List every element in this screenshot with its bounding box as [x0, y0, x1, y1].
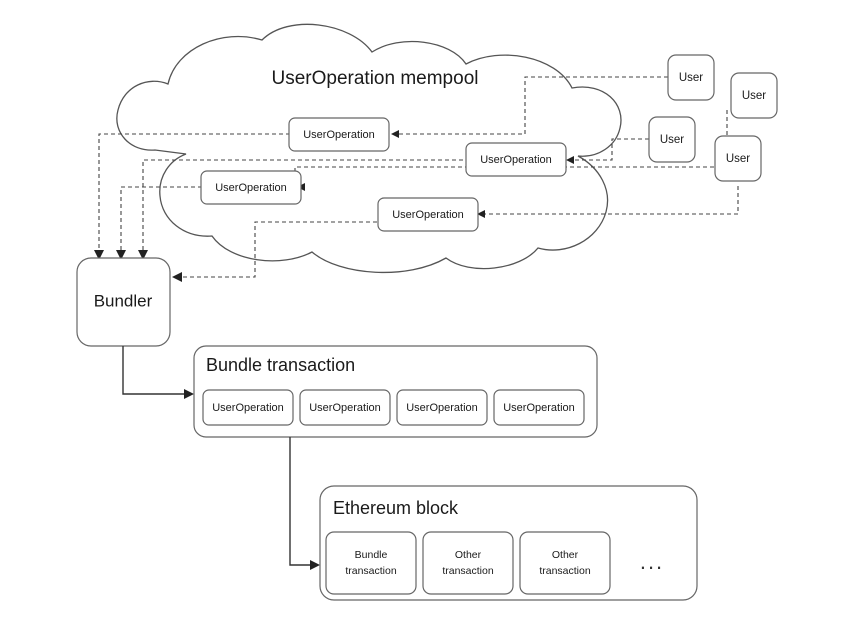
- user-label-4: User: [726, 153, 750, 165]
- operation-box-1[interactable]: [288, 117, 390, 152]
- user-box-2[interactable]: [730, 72, 778, 119]
- bundletx-to-block-edge: [289, 437, 320, 570]
- block-transaction-line2-1: transaction: [345, 565, 397, 577]
- mempool-title: UserOperation mempool: [272, 68, 479, 89]
- mempool-operation-4[interactable]: UserOperation: [377, 197, 479, 232]
- block-transaction-line1-1: Bundle: [355, 549, 388, 561]
- bundle-operation-2[interactable]: UserOperation: [299, 389, 391, 426]
- bundler-to-bundle-edge: [122, 346, 194, 399]
- edge-op1-to-bundler: [98, 133, 297, 252]
- user-label-1: User: [679, 72, 703, 84]
- user-box-1[interactable]: [667, 54, 715, 101]
- bundle-transaction-title: Bundle transaction: [206, 355, 355, 375]
- user-box-4[interactable]: [714, 135, 762, 182]
- edge-op3-to-bundler: [120, 186, 209, 252]
- block-transaction-line1-3: Other: [552, 549, 579, 561]
- edge-user4-to-op4: [477, 186, 739, 215]
- block-transactions-ellipsis: ...: [640, 549, 664, 574]
- block-transaction-2[interactable]: Other transaction: [422, 531, 514, 595]
- user-nodes: User User User User: [648, 54, 778, 182]
- bundle-operation-label-4: UserOperation: [503, 402, 575, 414]
- bundle-operation-1[interactable]: UserOperation: [202, 389, 294, 426]
- edge-op4-to-bundler: [180, 221, 384, 278]
- bundle-operation-label-2: UserOperation: [309, 402, 381, 414]
- edge-user3-to-op2: [566, 138, 649, 161]
- bundle-operation-label-1: UserOperation: [212, 402, 284, 414]
- user-node-3[interactable]: User: [648, 116, 696, 163]
- block-transaction-line2-2: transaction: [442, 565, 494, 577]
- user-label-2: User: [742, 90, 766, 102]
- bundle-operation-box-1[interactable]: [202, 389, 294, 426]
- bundle-transaction-container[interactable]: Bundle transaction UserOperation UserOpe…: [193, 345, 598, 438]
- block-transaction-box-2[interactable]: [422, 531, 514, 595]
- bundle-operation-3[interactable]: UserOperation: [396, 389, 488, 426]
- arrowhead-bundler-4: [172, 272, 182, 282]
- bundler-node[interactable]: Bundler: [76, 257, 171, 347]
- operation-to-bundler-edges: [94, 133, 470, 282]
- bundle-operation-4[interactable]: UserOperation: [493, 389, 585, 426]
- operation-label-3: UserOperation: [215, 182, 287, 194]
- operation-box-3[interactable]: [200, 170, 302, 205]
- operation-label-1: UserOperation: [303, 129, 375, 141]
- user-box-3[interactable]: [648, 116, 696, 163]
- block-transaction-box-1[interactable]: [325, 531, 417, 595]
- block-transaction-line2-3: transaction: [539, 565, 591, 577]
- arrowhead-op2: [566, 156, 574, 164]
- operation-label-4: UserOperation: [392, 209, 464, 221]
- block-transaction-line1-2: Other: [455, 549, 482, 561]
- bundle-operation-box-3[interactable]: [396, 389, 488, 426]
- arrowhead-bundletx: [184, 389, 194, 399]
- user-node-4[interactable]: User: [714, 135, 762, 182]
- mempool-operation-1[interactable]: UserOperation: [288, 117, 390, 152]
- mempool-operation-3[interactable]: UserOperation: [200, 170, 302, 205]
- ethereum-block-container[interactable]: Ethereum block Bundle transaction Other …: [319, 485, 698, 601]
- operation-box-4[interactable]: [377, 197, 479, 232]
- operation-label-2: UserOperation: [480, 154, 552, 166]
- arrowhead-bundler-2: [116, 250, 126, 260]
- ethereum-block-title: Ethereum block: [333, 498, 459, 518]
- user-label-3: User: [660, 134, 684, 146]
- arrowhead-bundler-1: [94, 250, 104, 260]
- bundler-label: Bundler: [94, 291, 153, 310]
- edge-bundler-bundletx: [122, 346, 186, 395]
- arrowhead-op4: [477, 210, 485, 218]
- user-node-1[interactable]: User: [667, 54, 715, 101]
- block-transaction-box-3[interactable]: [519, 531, 611, 595]
- arrowhead-bundler-3: [138, 250, 148, 260]
- bundle-operation-box-2[interactable]: [299, 389, 391, 426]
- arrowhead-op1: [391, 130, 399, 138]
- block-transaction-1[interactable]: Bundle transaction: [325, 531, 417, 595]
- arrowhead-block: [310, 560, 320, 570]
- user-node-2[interactable]: User: [730, 72, 778, 119]
- bundle-operation-box-4[interactable]: [493, 389, 585, 426]
- mempool-operation-nodes: UserOperation UserOperation UserOperatio…: [200, 117, 567, 232]
- operation-box-2[interactable]: [465, 142, 567, 177]
- block-transaction-3[interactable]: Other transaction: [519, 531, 611, 595]
- edge-op2-to-bundler: [142, 159, 470, 252]
- edge-bundletx-block: [289, 437, 312, 566]
- mempool-operation-2[interactable]: UserOperation: [465, 142, 567, 177]
- edge-user1-to-op1: [391, 76, 668, 135]
- bundle-operation-label-3: UserOperation: [406, 402, 478, 414]
